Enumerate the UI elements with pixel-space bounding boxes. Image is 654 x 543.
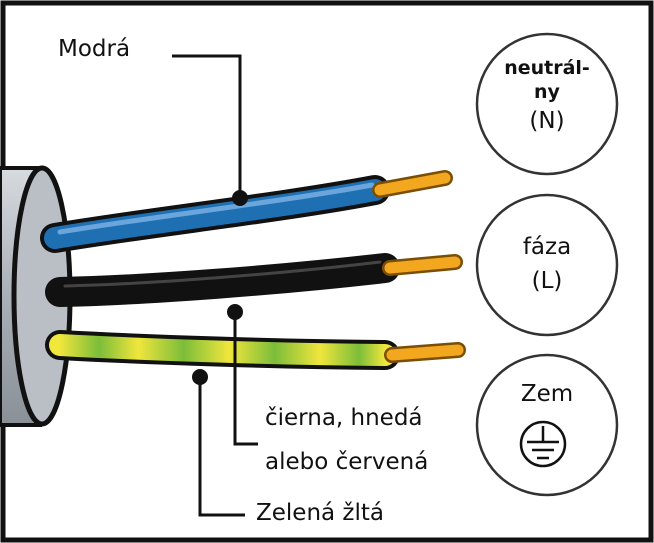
phase-circle (475, 193, 619, 337)
blue-wire-leader (172, 54, 248, 206)
earth-wire-label: Zelená žltá (256, 500, 385, 526)
earth-wire-leader (192, 369, 245, 517)
live-wire-label-line2: alebo červená (265, 449, 429, 475)
green-yellow-wire (45, 330, 466, 370)
neutral-word-line1: neutrál- (504, 57, 590, 79)
live-wire-label-line1: čierna, hnedá (265, 405, 423, 431)
neutral-code: (N) (529, 108, 565, 134)
ground-symbol-icon (519, 420, 567, 468)
phase-word: fáza (522, 234, 572, 260)
blue-wire-label: Modrá (58, 36, 131, 62)
blue-wire (40, 170, 453, 253)
neutral-word-line2: ny (534, 81, 560, 103)
live-wire-leader (227, 304, 258, 446)
neutral-circle (475, 32, 619, 176)
black-wire (45, 253, 463, 307)
phase-code: (L) (531, 268, 563, 294)
earth-circle (475, 353, 619, 497)
earth-word: Zem (520, 381, 574, 407)
